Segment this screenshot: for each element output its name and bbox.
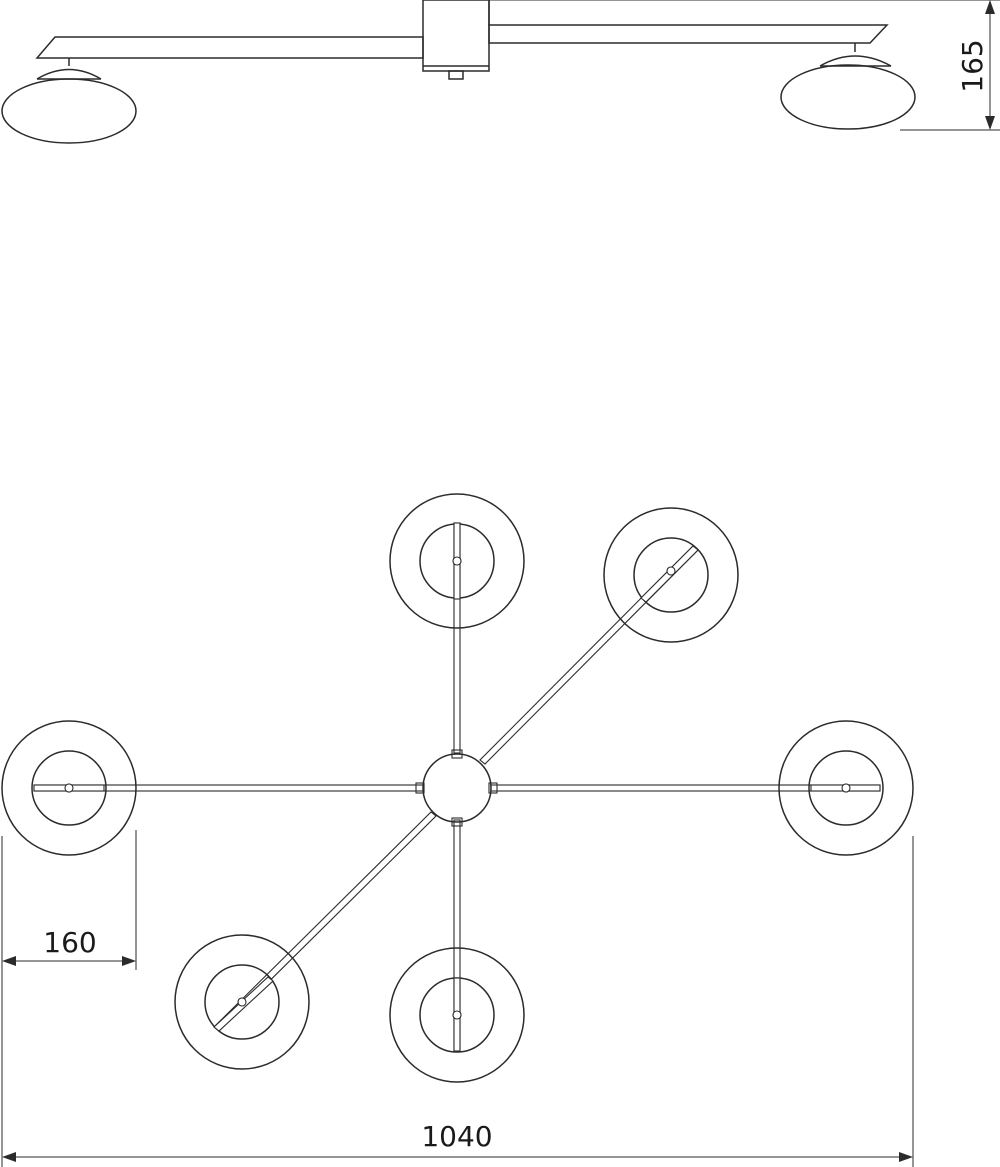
shade-bottom-socket-over bbox=[452, 1010, 462, 1020]
dim-shade-arrow-right bbox=[122, 956, 136, 966]
arm-right-joint bbox=[488, 782, 498, 794]
arms bbox=[33, 522, 881, 1052]
side-view: 165 bbox=[1, 0, 1000, 144]
shade-bottom-outer bbox=[389, 947, 525, 1083]
dim-width-label: 1040 bbox=[421, 1120, 492, 1153]
arm-left-joint bbox=[415, 782, 425, 794]
dim-height-arrow-bottom bbox=[985, 116, 995, 130]
side-right-arm bbox=[488, 24, 889, 44]
shade-upper-right-outer bbox=[603, 507, 739, 643]
dim-height-label: 165 bbox=[956, 39, 989, 92]
side-right-shade-top bbox=[819, 55, 892, 67]
shade-right-socket-over bbox=[841, 783, 851, 793]
shade-top-outer bbox=[389, 493, 525, 629]
shade-right-outer bbox=[778, 720, 914, 856]
center-hub bbox=[422, 753, 492, 823]
shade-left-outer bbox=[1, 720, 137, 856]
shade-lower-left-socket-over bbox=[237, 997, 247, 1007]
shade-right-inner bbox=[808, 750, 884, 826]
shade-left-socket-over bbox=[64, 783, 74, 793]
dim-shade-label: 160 bbox=[43, 926, 96, 959]
side-canopy-stub bbox=[448, 70, 464, 80]
shade-top-socket-over bbox=[452, 556, 462, 566]
dim-shade-arrow-left bbox=[2, 956, 16, 966]
shade-lower-left-inner bbox=[204, 964, 280, 1040]
side-right-shade bbox=[780, 64, 916, 130]
top-view: 160 1040 bbox=[1, 493, 914, 1167]
dim-width-arrow-right bbox=[899, 1152, 913, 1162]
side-left-shade-top bbox=[36, 68, 102, 80]
dim-height-arrow-top bbox=[985, 0, 995, 14]
shade-upper-right-inner bbox=[633, 537, 709, 613]
arm-overlays bbox=[33, 522, 881, 1052]
shade-left-inner bbox=[31, 750, 107, 826]
shade-lower-left-outer bbox=[174, 934, 310, 1070]
side-canopy bbox=[422, 0, 490, 72]
dim-width-arrow-left bbox=[2, 1152, 16, 1162]
shade-upper-right-socket-over bbox=[666, 566, 676, 576]
side-left-shade bbox=[1, 78, 137, 144]
side-left-arm bbox=[35, 36, 424, 59]
